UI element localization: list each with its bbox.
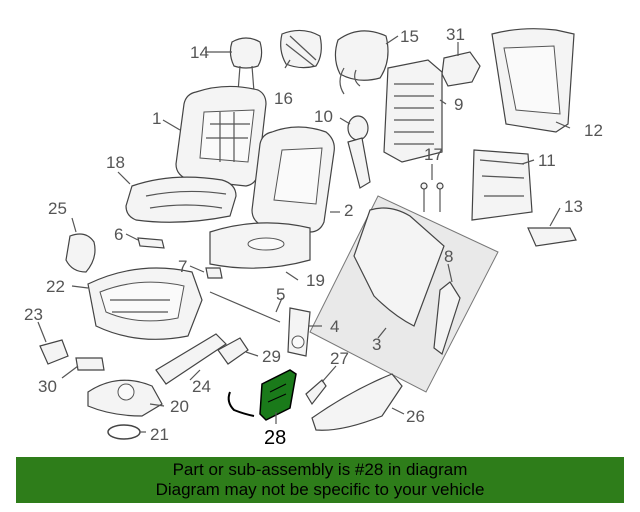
- callout-22: 22: [46, 277, 65, 296]
- callout-9: 9: [454, 95, 463, 114]
- callout-29: 29: [262, 347, 281, 366]
- callout-5: 5: [276, 285, 285, 304]
- callout-leaders: [37, 35, 571, 433]
- part-lumbar-9[interactable]: [383, 59, 443, 163]
- callout-25: 25: [48, 199, 67, 218]
- callout-13: 13: [564, 197, 583, 216]
- part-switch-23[interactable]: [39, 339, 69, 365]
- callout-19: 19: [306, 271, 325, 290]
- part-bezel-30[interactable]: [75, 357, 105, 371]
- part-ring-21[interactable]: [107, 424, 141, 440]
- part-seat-frame-22[interactable]: [87, 267, 203, 340]
- callout-12: 12: [584, 121, 603, 140]
- part-bolts-17[interactable]: [420, 182, 444, 212]
- callout-7: 7: [178, 257, 187, 276]
- callout-10: 10: [314, 107, 333, 126]
- callout-6: 6: [114, 225, 123, 244]
- callout-16: 16: [274, 89, 293, 108]
- callout-2: 2: [344, 201, 353, 220]
- callout-3: 3: [372, 335, 381, 354]
- callout-30: 30: [38, 377, 57, 396]
- part-headrest-16[interactable]: [280, 29, 322, 69]
- part-seatback-cover-2[interactable]: [251, 126, 335, 233]
- callout-31: 31: [446, 25, 465, 44]
- part-headrest-14[interactable]: [229, 37, 263, 93]
- part-rod-5[interactable]: [209, 291, 281, 323]
- part-cover-29[interactable]: [217, 337, 249, 365]
- callout-14: 14: [190, 43, 209, 62]
- callout-8: 8: [444, 247, 453, 266]
- callout-11: 11: [538, 151, 556, 170]
- part-motor-4[interactable]: [287, 307, 311, 357]
- part-panel-3[interactable]: [309, 195, 499, 393]
- part-bracket-13[interactable]: [527, 227, 577, 247]
- seat-parts-diagram: 14 16 15 31 12 9 1 10 17 11 18 13 2 25 6…: [24, 25, 603, 449]
- callout-27: 27: [330, 349, 349, 368]
- callout-24: 24: [192, 377, 211, 396]
- part-seatback-frame-12[interactable]: [491, 28, 575, 133]
- part-recliner-10[interactable]: [347, 115, 371, 189]
- part-panel-11[interactable]: [471, 149, 533, 221]
- banner-line-1: Part or sub-assembly is #28 in diagram: [172, 460, 468, 479]
- part-25[interactable]: [65, 233, 96, 273]
- part-plug-6[interactable]: [137, 237, 165, 249]
- part-motor-assembly-20[interactable]: [87, 379, 163, 417]
- callout-23: 23: [24, 305, 43, 324]
- callout-20: 20: [170, 397, 189, 416]
- info-banner: Part or sub-assembly is #28 in diagram D…: [16, 457, 624, 503]
- part-clip-7[interactable]: [205, 267, 223, 279]
- banner-line-2: Diagram may not be specific to your vehi…: [155, 480, 485, 499]
- callout-21: 21: [150, 425, 169, 444]
- callout-4: 4: [330, 317, 339, 336]
- callout-15: 15: [400, 27, 419, 46]
- callout-17: 17: [424, 145, 443, 164]
- part-side-shield-26[interactable]: [311, 373, 403, 431]
- part-headrest-cover-15[interactable]: [334, 30, 389, 95]
- callout-labels: 14 16 15 31 12 9 1 10 17 11 18 13 2 25 6…: [24, 25, 603, 449]
- callout-26: 26: [406, 407, 425, 426]
- callout-28: 28: [264, 427, 286, 449]
- callout-18: 18: [106, 153, 125, 172]
- part-harness-28[interactable]: [227, 369, 297, 421]
- part-panel-24[interactable]: [155, 333, 227, 385]
- part-31[interactable]: [441, 51, 481, 87]
- part-pad-19[interactable]: [209, 222, 311, 269]
- part-seatback-1[interactable]: [175, 85, 267, 187]
- callout-1: 1: [152, 109, 161, 128]
- part-trim-27[interactable]: [305, 379, 327, 406]
- part-seat-cushion-18[interactable]: [125, 176, 237, 223]
